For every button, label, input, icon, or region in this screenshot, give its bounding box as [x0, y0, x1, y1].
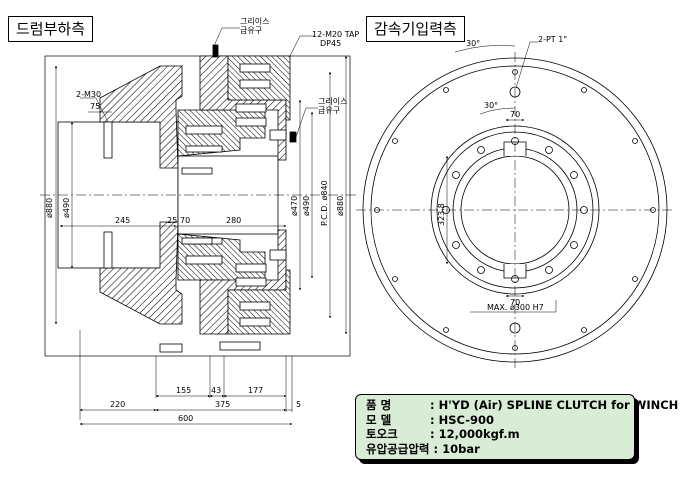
spec-row-pressure: 유압공급압력: 10bar [366, 441, 480, 456]
angle-outer: 30° [466, 39, 480, 48]
right-view-title: 감속기입력측 [366, 16, 465, 42]
grease-port-top-line1: 그리이스 [240, 16, 269, 26]
dim-375: 375 [215, 400, 230, 409]
dim-5: 5 [296, 400, 301, 409]
dia-490-left: ø490 [62, 198, 71, 218]
spec-row-model: 모 델: HSC-900 [366, 412, 494, 427]
dim-70-bottom: 70 [510, 298, 520, 307]
angle-inner: 30° [484, 101, 498, 110]
dim-600: 600 [178, 414, 193, 423]
pcd-label: P.C.D. ø840 [320, 180, 329, 226]
grease-port-top-line2: 급유구 [240, 26, 262, 35]
bore-label: MAX. ø300 H7 [487, 303, 544, 312]
m30-label: 2-M30 [76, 90, 101, 99]
dim-43: 43 [211, 386, 221, 395]
dim-323: 323.8 [437, 203, 446, 226]
dp-label: DP45 [320, 39, 341, 48]
dia-880-left: ø880 [45, 198, 54, 218]
dim-245: 245 [115, 216, 130, 225]
face-dimensions [445, 41, 557, 313]
spec-row-torque: 토오크: 12,000kgf.m [366, 427, 520, 441]
dim-75: 75 [90, 102, 100, 111]
spec-value: H'YD (Air) SPLINE CLUTCH for WINCH [438, 398, 679, 412]
spec-value: 12,000kgf.m [438, 427, 520, 441]
spec-key: 유압공급압력 [366, 441, 430, 456]
dim-155: 155 [176, 386, 191, 395]
spec-key: 모 델 [366, 412, 392, 427]
spec-value: HSC-900 [438, 412, 494, 427]
dim-70: 70 [180, 216, 190, 225]
spec-key: 품 명 [366, 398, 392, 412]
tap-label: 12-M20 TAP [312, 30, 359, 39]
grease-port-mid-line1: 그리이스 [318, 96, 347, 106]
dim-177: 177 [248, 386, 263, 395]
left-view-title: 드럼부하측 [8, 16, 94, 42]
spec-box: 품 명: H'YD (Air) SPLINE CLUTCH for WINCH … [355, 394, 679, 460]
section-dimensions [54, 27, 348, 426]
spec-value: 10bar [442, 441, 480, 456]
grease-port-mid-line2: 급유구 [318, 106, 340, 115]
dia-490-right: ø490 [302, 196, 311, 216]
dim-280: 280 [226, 216, 241, 225]
dia-470: ø470 [290, 196, 299, 216]
dia-880-right: ø880 [336, 196, 345, 216]
dim-25: 25 [167, 216, 177, 225]
pt-port-label: 2-PT 1" [538, 35, 567, 44]
face-centerlines [356, 52, 674, 368]
spec-row-name: 품 명: H'YD (Air) SPLINE CLUTCH for WINCH [366, 398, 679, 412]
dim-70-top: 70 [510, 110, 520, 119]
spec-key: 토오크 [366, 427, 398, 441]
dim-220: 220 [110, 400, 125, 409]
